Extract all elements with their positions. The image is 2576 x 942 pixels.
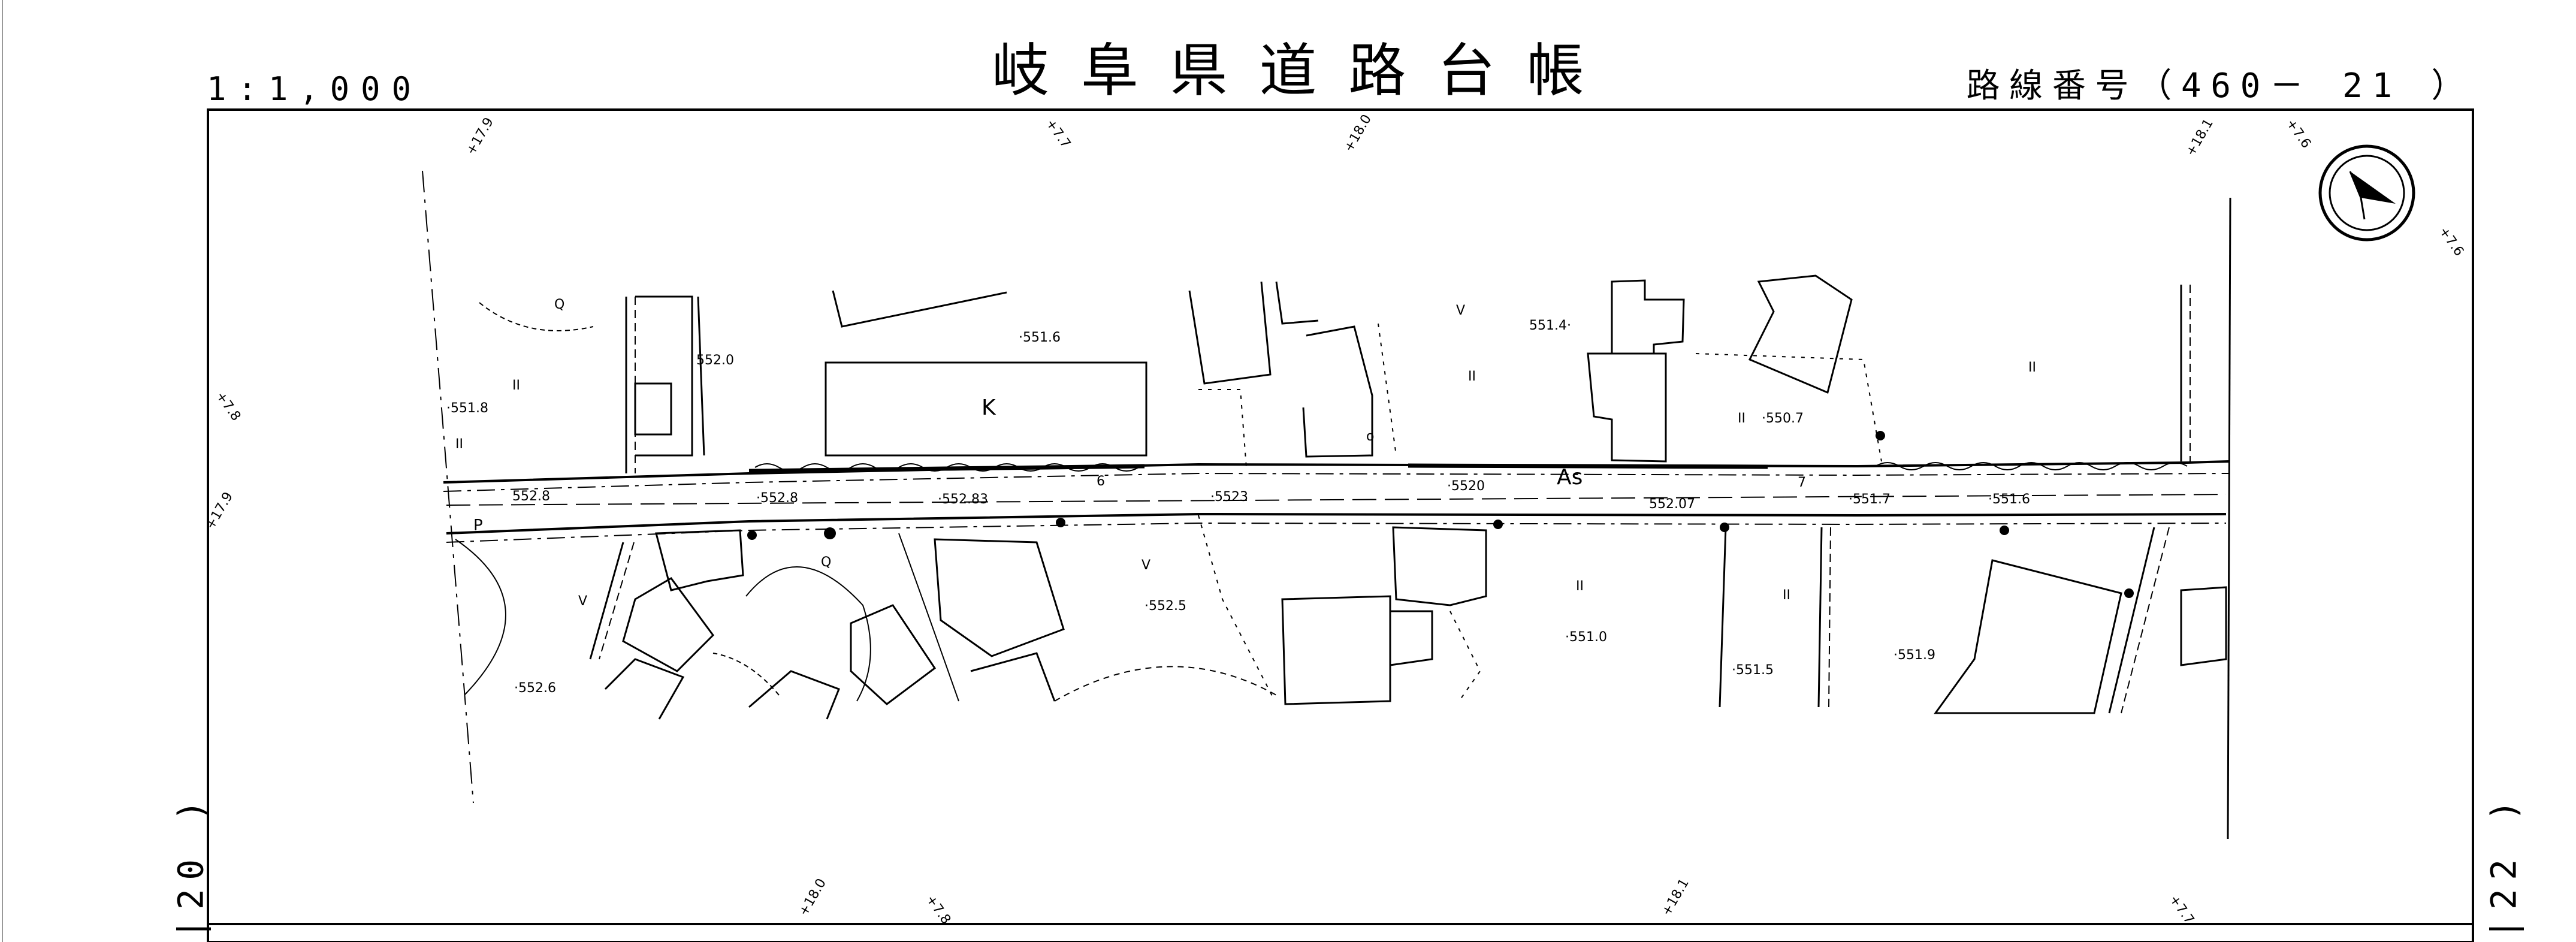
road-corridor [443, 460, 2230, 543]
mark-6: +7.6 [2436, 224, 2466, 259]
mark-10: +7.8 [923, 892, 953, 927]
svg-text:V: V [1141, 558, 1150, 573]
svg-text:o: o [1366, 429, 1374, 444]
svg-text:II: II [1576, 579, 1584, 594]
svg-text:II: II [1468, 369, 1476, 384]
elev-3: ·551.8 [446, 401, 488, 416]
mark-11: +18.1 [1659, 876, 1692, 919]
buildings-south [604, 526, 2227, 720]
svg-text:II: II [455, 437, 463, 452]
buildings-north [634, 274, 1853, 463]
elev-10: 551.4· [1529, 318, 1571, 333]
svg-text:II: II [512, 378, 520, 393]
route-number: 路線番号（460－ 21 ） [1966, 67, 2474, 105]
elev-17: ·551.9 [1894, 648, 1935, 663]
elev-5: ·552.8 [756, 491, 798, 506]
elev-4: 552.8 [512, 489, 550, 504]
mark-9: +18.0 [796, 876, 829, 919]
road-label-7: 7 [1798, 475, 1806, 490]
svg-text:II: II [2028, 360, 2036, 375]
elev-1: ·551.6 [1019, 330, 1061, 345]
elev-6: ·552.83 [938, 492, 988, 507]
svg-text:Q: Q [554, 297, 564, 312]
svg-text:V: V [1456, 303, 1465, 318]
mark-12: +7.7 [2166, 892, 2197, 927]
road-label-as: As [1557, 465, 1583, 490]
mark-3: +18.0 [1342, 112, 1375, 155]
svg-text:V: V [578, 594, 587, 609]
land-use-symbols: II II II II II II II Q Q V V V o [455, 297, 2036, 609]
elev-13: ·551.6 [1988, 492, 2030, 507]
mark-2: +7.7 [1043, 116, 1073, 151]
road-label-p: P [473, 517, 483, 535]
elev-18: ·552.6 [514, 681, 556, 696]
elevation-labels: ·551.6 552.0 ·551.8 552.8 ·552.8 ·552.83… [446, 318, 2030, 696]
elev-14: ·552.5 [1144, 599, 1186, 614]
road-label-k: K [982, 395, 996, 420]
elev-9: 552.07 [1649, 497, 1695, 512]
north-arrow-icon [2318, 144, 2415, 241]
utility-poles [747, 431, 2134, 598]
svg-text:II: II [1738, 411, 1745, 426]
elev-2: 552.0 [696, 353, 734, 368]
mark-4: +18.1 [2184, 116, 2216, 159]
road-label-6: 6 [1097, 474, 1105, 489]
margin-marks: +17.9 +7.7 +18.0 +18.1 +7.6 +7.6 +7.8 +1… [203, 112, 2467, 927]
svg-text:Q: Q [821, 555, 831, 570]
elev-16: ·551.5 [1732, 663, 1774, 678]
elev-15: ·551.0 [1565, 630, 1607, 645]
map-frame [207, 108, 2474, 942]
elev-11: ·550.7 [1762, 411, 1804, 426]
elev-8: ·5520 [1447, 479, 1485, 494]
mark-7: +7.8 [213, 389, 243, 424]
elev-12: ·551.7 [1849, 492, 1891, 507]
map-title: 岐阜県道路台帳 [992, 37, 1616, 104]
mark-5: +7.6 [2283, 116, 2314, 151]
mark-1: +17.9 [464, 115, 497, 158]
svg-text:II: II [1783, 588, 1790, 603]
curves [455, 285, 2191, 714]
elev-7: ·5523 [1210, 490, 1248, 505]
map-scale: 1:1,000 [207, 70, 422, 108]
